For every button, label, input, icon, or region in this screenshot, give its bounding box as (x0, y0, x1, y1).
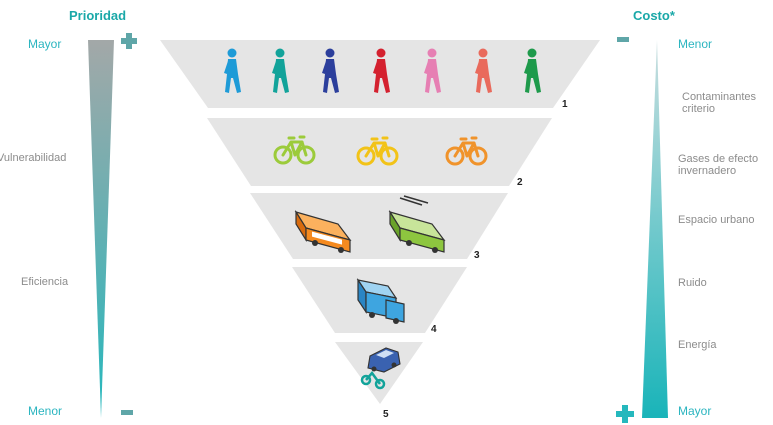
level-number-3: 3 (474, 250, 480, 261)
cost-top-label: Menor (678, 37, 713, 51)
criterion-espacio: Espacio urbano (678, 214, 755, 226)
cost-bottom-label: Mayor (678, 404, 712, 418)
level-number-4: 4 (431, 324, 437, 335)
pyramid-level-3 (250, 193, 508, 259)
criterion-eficiencia: Eficiencia (21, 276, 69, 288)
plus-icon (616, 405, 634, 423)
priority-heading: Prioridad (69, 8, 127, 23)
priority-bottom-label: Menor (28, 404, 63, 418)
truck-icon (356, 278, 405, 324)
level-number-1: 1 (562, 99, 568, 110)
trolleybus-icon (388, 195, 446, 253)
level-number-2: 2 (517, 177, 523, 188)
criterion-contaminantes: Contaminantes criterio (682, 91, 756, 115)
priority-top-label: Mayor (28, 37, 62, 51)
motorcycle-icon (360, 370, 386, 390)
minus-icon (121, 410, 133, 415)
car-icon (367, 347, 401, 373)
criterion-gases: Gases de efecto invernadero (678, 153, 759, 177)
priority-gradient-bar (88, 40, 114, 418)
criterion-energia: Energía (678, 339, 717, 351)
plus-icon (121, 33, 137, 49)
minus-icon (617, 37, 629, 42)
criterion-vulnerabilidad: Vulnerabilidad (0, 152, 67, 164)
pyramid-level-5 (335, 342, 423, 404)
level-number-5: 5 (383, 409, 389, 420)
cost-heading: Costo* (633, 8, 675, 23)
cost-gradient-bar (642, 40, 668, 418)
criterion-ruido: Ruido (678, 277, 707, 289)
bus-icon (294, 209, 352, 253)
